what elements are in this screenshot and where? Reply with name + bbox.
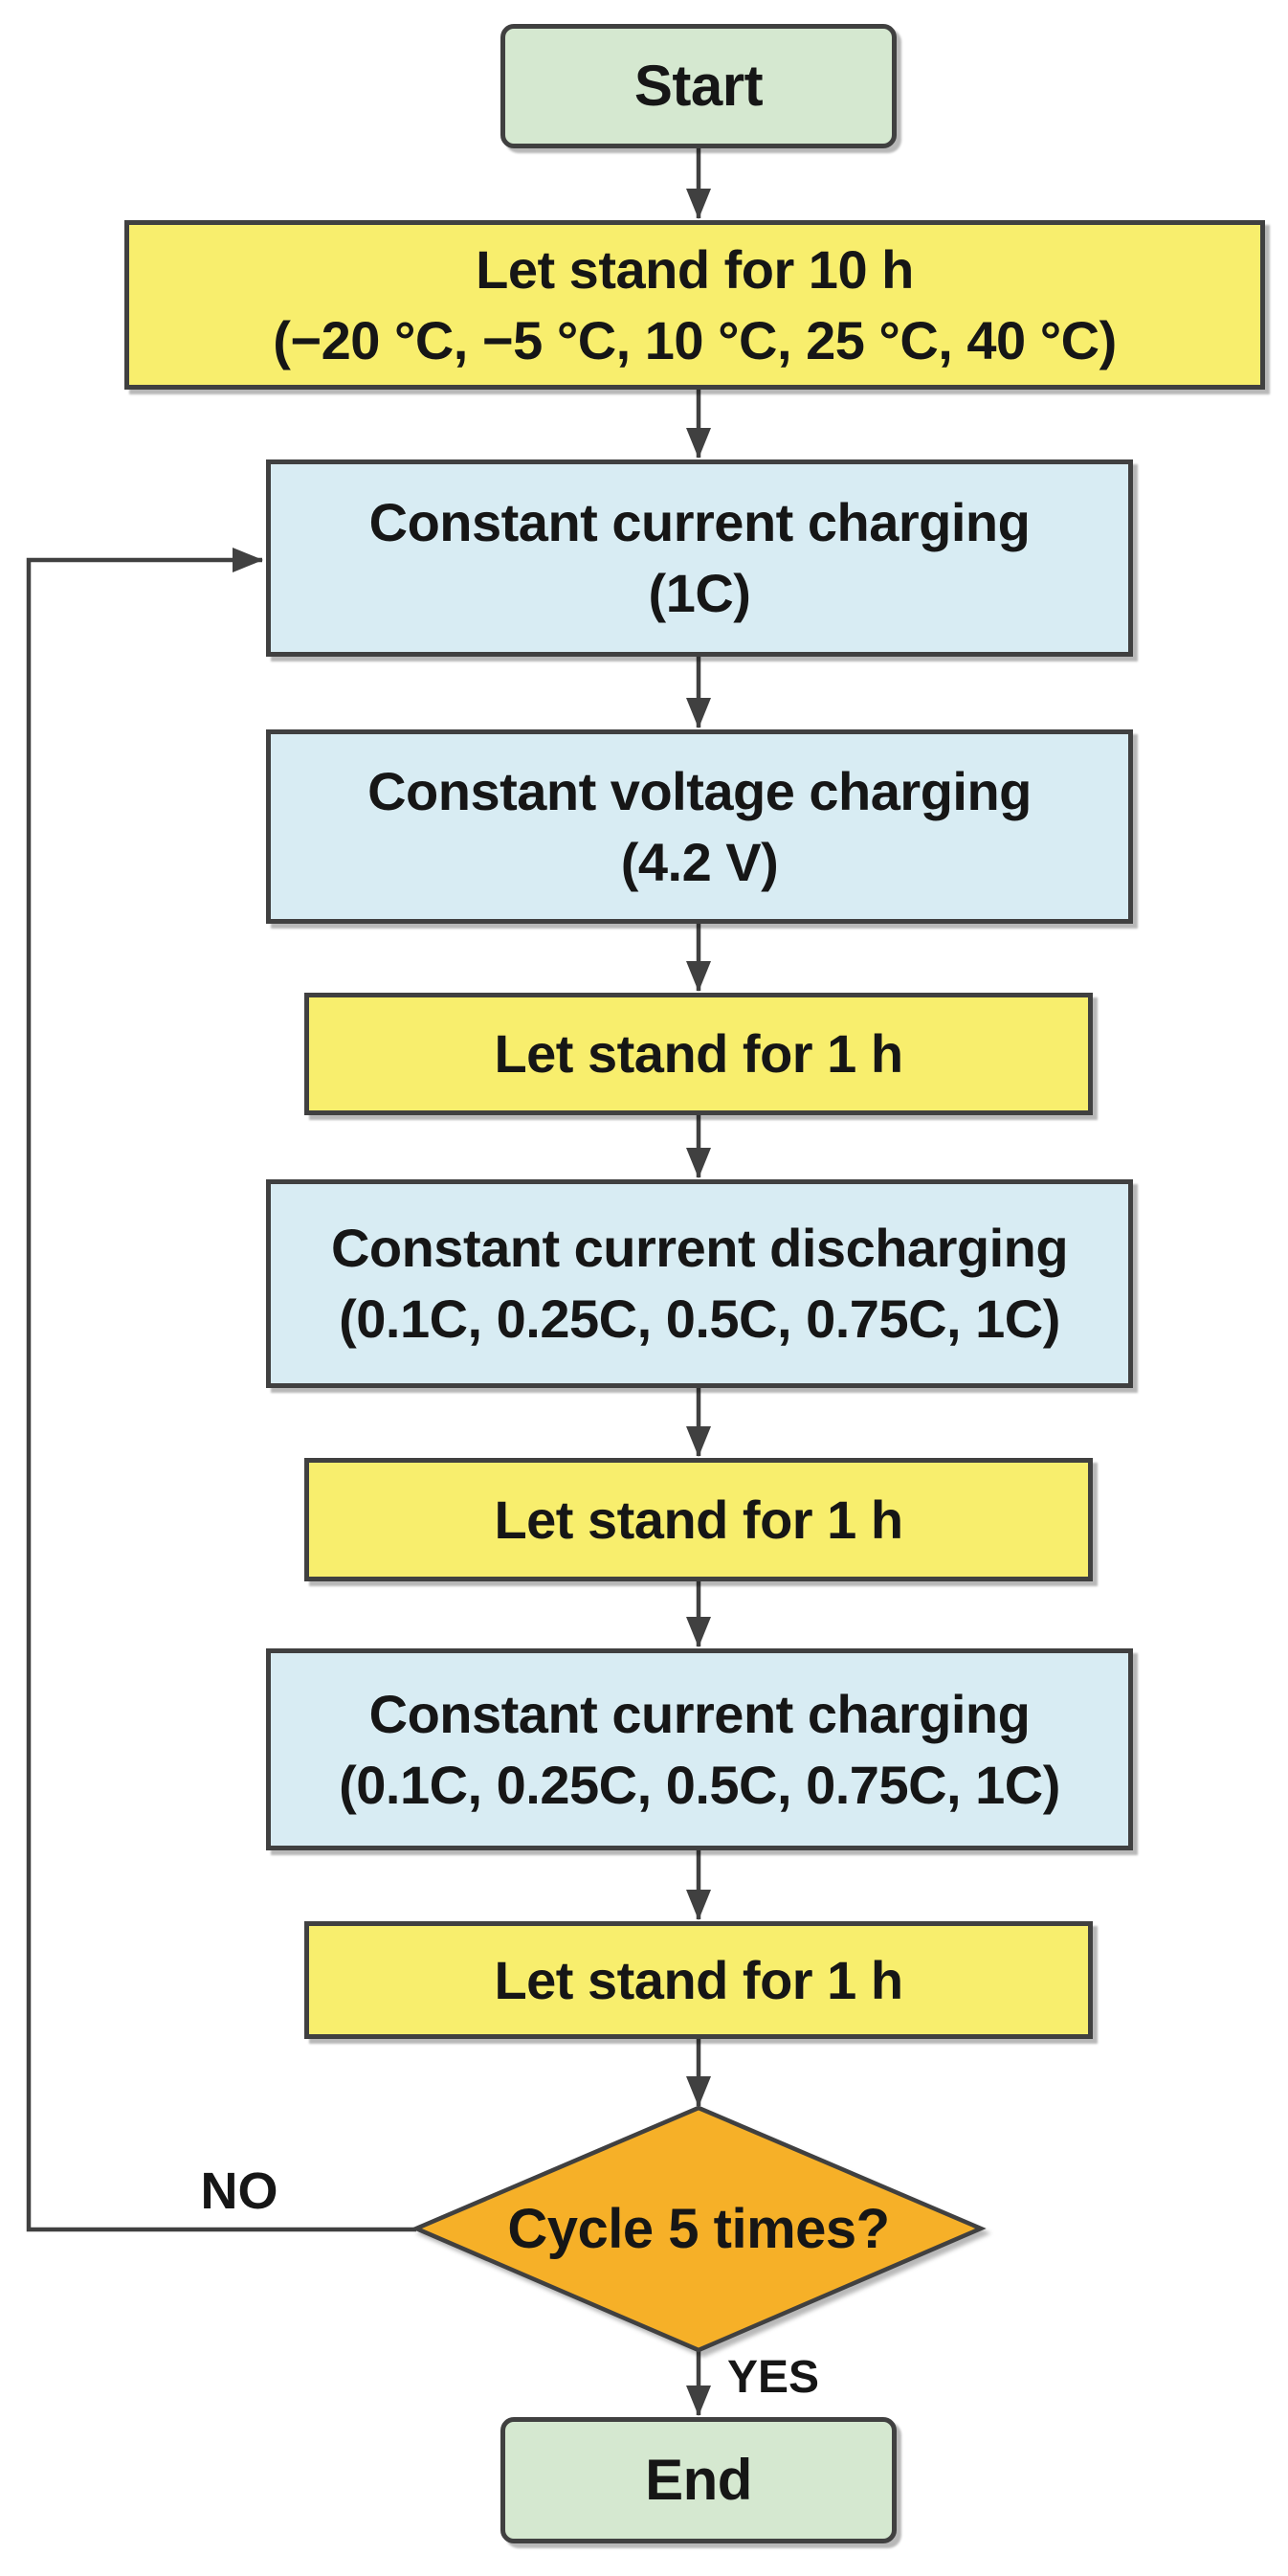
node-end-label: End	[645, 2448, 752, 2513]
node-let-stand-1h-second-label: Let stand for 1 h	[494, 1489, 903, 1550]
node-start: Start	[500, 24, 897, 148]
node-let-stand-1h-first-label: Let stand for 1 h	[494, 1023, 903, 1085]
node-let-stand-1h-third-label: Let stand for 1 h	[494, 1949, 903, 2010]
node-let-stand-1h-first: Let stand for 1 h	[304, 993, 1093, 1115]
decision-label: Cycle 5 times?	[507, 2198, 890, 2260]
node-constant-voltage-charging-line1: Constant voltage charging	[367, 760, 1032, 821]
node-constant-voltage-charging: Constant voltage charging (4.2 V)	[266, 729, 1133, 924]
node-constant-current-discharging-line1: Constant current discharging	[330, 1218, 1069, 1279]
node-constant-current-discharging-line2: (0.1C, 0.25C, 0.5C, 0.75C, 1C)	[339, 1288, 1060, 1349]
arrow-decision-no-loop	[26, 548, 416, 2232]
node-let-stand-1h-second: Let stand for 1 h	[304, 1458, 1093, 1581]
node-constant-current-charging-1c-line1: Constant current charging	[368, 492, 1031, 553]
decision-diamond	[411, 2105, 987, 2353]
node-constant-current-charging-rates-line2: (0.1C, 0.25C, 0.5C, 0.75C, 1C)	[339, 1754, 1060, 1815]
node-let-stand-10h-line1: Let stand for 10 h	[476, 238, 914, 300]
node-start-label: Start	[633, 54, 764, 119]
node-constant-current-charging-rates: Constant current charging (0.1C, 0.25C, …	[266, 1648, 1133, 1850]
node-constant-current-charging-1c: Constant current charging (1C)	[266, 459, 1133, 657]
edge-label-no: NO	[200, 2162, 278, 2220]
node-constant-current-charging-1c-line2: (1C)	[648, 563, 751, 623]
edge-label-yes: YES	[727, 2352, 820, 2403]
node-end: End	[500, 2417, 897, 2543]
node-let-stand-10h-line2: (−20 °C, −5 °C, 10 °C, 25 °C, 40 °C)	[273, 309, 1117, 370]
node-constant-current-discharging: Constant current discharging (0.1C, 0.25…	[266, 1179, 1133, 1388]
node-let-stand-1h-third: Let stand for 1 h	[304, 1921, 1093, 2039]
node-constant-voltage-charging-line2: (4.2 V)	[620, 831, 779, 892]
node-let-stand-10h: Let stand for 10 h (−20 °C, −5 °C, 10 °C…	[124, 220, 1265, 390]
node-constant-current-charging-rates-line1: Constant current charging	[368, 1683, 1031, 1744]
